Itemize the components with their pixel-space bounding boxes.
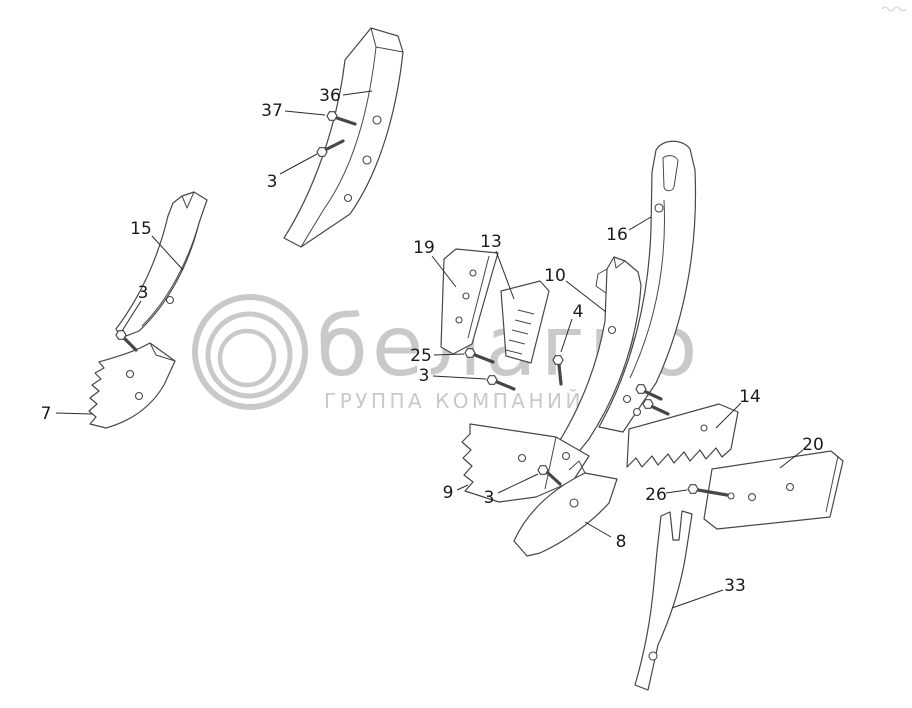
callout-label-16-10: 16: [606, 225, 628, 245]
leader-line-4-9: [560, 318, 573, 353]
leader-line-36-0: [342, 90, 373, 96]
leader-line-19-6: [431, 255, 457, 288]
bolt-3-left: [115, 330, 138, 352]
part-36-curved-bar: [283, 27, 404, 248]
leader-line-33-19: [671, 589, 724, 609]
part-20-wing: [703, 450, 844, 530]
watermark-logo-icon: [192, 294, 308, 410]
callout-label-3-4: 3: [138, 283, 149, 303]
leader-line-15-3: [151, 235, 184, 271]
callout-label-3-2: 3: [267, 172, 278, 192]
callout-label-33-19: 33: [724, 576, 746, 596]
bolt-25: [464, 348, 495, 364]
leader-line-8-15: [584, 521, 612, 538]
part-13-clamp: [500, 280, 550, 364]
callout-label-14-16: 14: [739, 387, 761, 407]
callout-label-13-7: 13: [480, 232, 502, 252]
callout-label-25-11: 25: [410, 346, 432, 366]
leader-line-7-5: [55, 412, 93, 415]
callout-label-37-1: 37: [261, 101, 283, 121]
watermark-subtitle: ГРУППА КОМПАНИЙ: [324, 389, 584, 413]
part-14-serrated-wing: [626, 403, 739, 468]
part-19-bracket: [440, 248, 499, 355]
leader-line-10-8: [565, 280, 607, 313]
part-4-shank: [548, 256, 642, 470]
leader-line-3-2: [279, 153, 318, 175]
callout-label-26-18: 26: [645, 485, 667, 505]
part-7-serrated-point: [88, 342, 176, 429]
bolt-3-mid: [486, 375, 516, 391]
leader-line-25-11: [433, 353, 465, 356]
callout-label-8-15: 8: [616, 532, 627, 552]
bolt-4-vertical: [552, 355, 564, 386]
callout-label-3-12: 3: [419, 366, 430, 386]
part-16-arm: [598, 140, 697, 433]
part-8-point: [513, 460, 618, 557]
bolt-arm-b: [642, 399, 670, 416]
leader-line-3-4: [121, 300, 142, 332]
bolt-26: [687, 484, 735, 500]
callout-label-20-17: 20: [802, 435, 824, 455]
callout-label-19-6: 19: [413, 238, 435, 258]
bolt-arm-a: [635, 384, 663, 401]
leader-line-14-16: [715, 402, 742, 429]
callout-label-4-9: 4: [573, 302, 584, 322]
leader-line-13-7: [495, 250, 515, 300]
part-33-fork: [634, 510, 693, 691]
leader-line-9-13: [456, 484, 469, 491]
leader-line-3-14: [497, 473, 539, 494]
leader-line-37-1: [284, 110, 326, 116]
callout-label-15-3: 15: [130, 219, 152, 239]
bolt-37: [326, 111, 357, 126]
bolt-3-lower: [537, 465, 562, 486]
leader-line-16-10: [628, 216, 652, 231]
part-15-tine: [115, 191, 208, 339]
callout-label-9-13: 9: [443, 483, 454, 503]
callout-label-10-8: 10: [544, 266, 566, 286]
part-10-hook: [595, 268, 608, 294]
leader-line-20-17: [779, 449, 804, 469]
leader-line-3-12: [432, 375, 487, 380]
corner-mark: [881, 6, 907, 12]
callout-label-36-0: 36: [319, 86, 341, 106]
bolt-3-top: [316, 139, 345, 157]
callout-label-7-5: 7: [41, 404, 52, 424]
leader-line-26-18: [665, 489, 688, 494]
callout-label-3-14: 3: [484, 488, 495, 508]
